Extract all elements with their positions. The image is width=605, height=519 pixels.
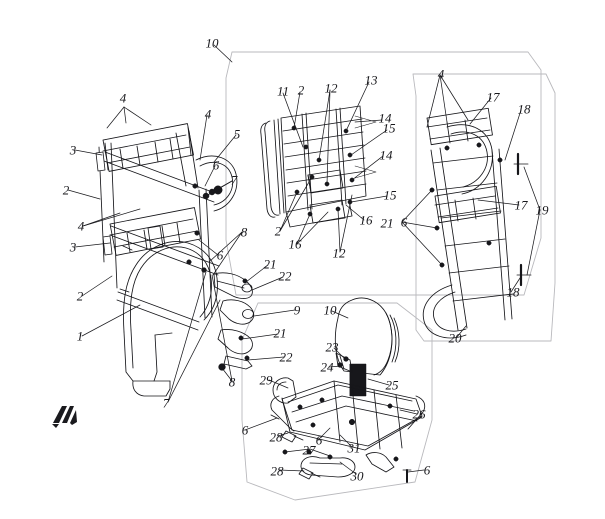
callout-5: 5 — [233, 126, 241, 142]
brand-logo-icon — [52, 406, 77, 428]
callout-2-top: 2 — [297, 82, 305, 98]
callout-14-upper: 14 — [378, 110, 392, 126]
callout-26: 26 — [412, 406, 426, 422]
callout-13: 13 — [364, 72, 378, 88]
callout-4-top: 4 — [119, 90, 127, 106]
leader-lines — [67, 44, 541, 475]
callout-20: 20 — [448, 330, 462, 346]
callout-11: 11 — [276, 83, 290, 99]
callout-28-left: 28 — [269, 429, 283, 445]
callout-24: 24 — [320, 359, 334, 375]
callout-6-rack: 6 — [400, 214, 408, 230]
callout-4-left: 4 — [77, 218, 85, 234]
callout-6-carrier-right: 6 — [423, 462, 431, 478]
callout-12-bottom: 12 — [332, 245, 346, 261]
callout-8-upper: 8 — [240, 224, 248, 240]
callout-27: 27 — [302, 442, 316, 458]
callout-6-frame-right: 6 — [241, 422, 249, 438]
callout-10-seat: 10 — [323, 302, 337, 318]
callout-17-upper: 17 — [486, 89, 500, 105]
callout-9: 9 — [293, 302, 301, 318]
callout-21-rack: 21 — [380, 215, 394, 231]
footpeg-arms — [201, 188, 255, 371]
carrier-detail — [270, 297, 426, 483]
callout-28-right: 28 — [270, 463, 284, 479]
callout-22-lower: 22 — [279, 349, 293, 365]
callout-21-lower: 21 — [273, 325, 287, 341]
callout-15-upper: 15 — [382, 120, 396, 136]
callout-10-main: 10 — [205, 35, 219, 51]
callout-23: 23 — [325, 339, 339, 355]
callout-7-lower: 7 — [162, 395, 170, 411]
panel-outline-bottom — [241, 302, 433, 501]
callout-29: 29 — [259, 372, 273, 388]
callout-18-lower: 18 — [506, 284, 520, 300]
callout-1: 1 — [76, 328, 84, 344]
callout-16-right: 16 — [359, 212, 373, 228]
callout-6-upper: 6 — [212, 157, 220, 173]
callout-2-left: 2 — [62, 182, 70, 198]
callout-4-rack: 4 — [437, 66, 445, 82]
callout-14-lower: 14 — [379, 147, 393, 163]
callout-3-top: 3 — [69, 142, 77, 158]
callout-22-upper: 22 — [278, 268, 292, 284]
seatback-detail — [260, 105, 377, 228]
callout-3-lower: 3 — [69, 239, 77, 255]
callout-4-right: 4 — [204, 106, 212, 122]
callout-2-bottom: 2 — [76, 288, 84, 304]
callout-21-upper: 21 — [263, 256, 277, 272]
callout-17-lower: 17 — [514, 197, 528, 213]
callout-6-mid: 6 — [216, 247, 224, 263]
panel-outline-right — [412, 73, 556, 342]
callout-6-carrier-left: 6 — [315, 432, 323, 448]
rack-detail — [422, 107, 532, 339]
callout-2-lower: 2 — [274, 223, 282, 239]
main-frame-assembly — [95, 123, 238, 397]
panel-outline-top-middle — [225, 51, 542, 296]
callout-12-top: 12 — [324, 80, 338, 96]
callout-16-left: 16 — [288, 236, 302, 252]
callout-25: 25 — [385, 377, 399, 393]
callout-19: 19 — [535, 202, 549, 218]
callout-8-lower: 8 — [228, 374, 236, 390]
callout-15-lower: 15 — [383, 187, 397, 203]
callout-18-upper: 18 — [517, 101, 531, 117]
callout-7-upper: 7 — [230, 172, 238, 188]
callout-30: 30 — [350, 468, 364, 484]
callout-31: 31 — [347, 440, 361, 456]
